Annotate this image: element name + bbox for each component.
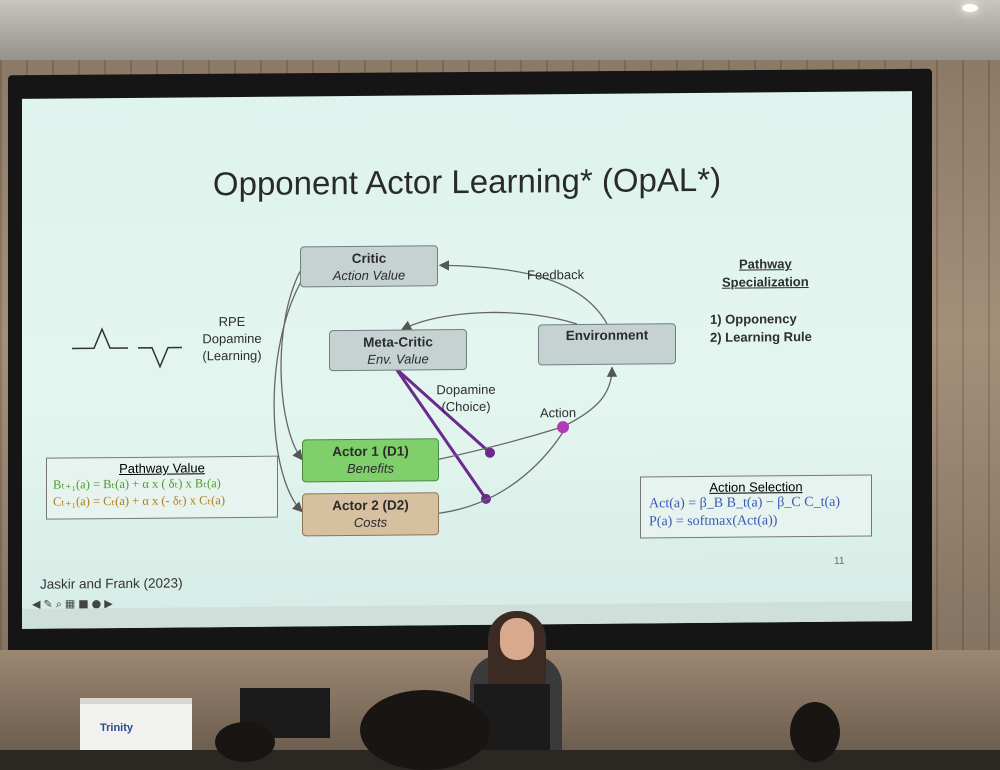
- benefit-update-equation: Bₜ₊₁(a) = Bₜ(a) + α x ( δₜ) x Bₜ(a): [53, 476, 221, 492]
- pathway-specialization-heading: Pathway Specialization: [722, 255, 809, 292]
- lectern-sign: Trinity: [80, 698, 192, 750]
- actor1-to-action: [438, 426, 563, 460]
- rpe-arrow-actor2: [273, 276, 305, 513]
- softmax-equation: P(a) = softmax(Act(a)): [649, 513, 778, 530]
- meta-critic-subtitle: Env. Value: [367, 351, 429, 367]
- dopamine-line-1: [394, 367, 492, 454]
- dopamine-line-2: [394, 367, 488, 500]
- act-equation: Act(a) = β_B B_t(a) − β_C C_t(a): [649, 494, 840, 512]
- audience-head: [360, 690, 490, 770]
- actor2-subtitle: Costs: [353, 514, 388, 530]
- audience-head: [215, 722, 275, 762]
- environment-box: Environment: [538, 323, 676, 366]
- dopamine-choice-label: Dopamine (Choice): [426, 381, 506, 416]
- ps-item-learning-rule: 2) Learning Rule: [710, 328, 812, 345]
- rpe-negative-waveform: [138, 346, 182, 369]
- critic-box: Critic Action Value: [300, 245, 438, 288]
- rpe-arrow-actor1: [280, 271, 303, 461]
- rpe-label: RPE Dopamine (Learning): [192, 313, 272, 365]
- feedback-arrow: [438, 260, 608, 325]
- actor2-title: Actor 2 (D2): [332, 497, 409, 514]
- pathway-specialization-list: 1) Opponency 2) Learning Rule: [710, 310, 812, 347]
- citation: Jaskir and Frank (2023): [40, 575, 183, 592]
- page-number: 11: [834, 555, 845, 567]
- dopamine-label-line2: (Choice): [441, 398, 491, 415]
- ps-heading-line2: Specialization: [722, 274, 809, 290]
- diagram-connectors: [72, 260, 618, 514]
- presenter-face: [500, 618, 534, 660]
- audience-head: [790, 702, 840, 762]
- actor1-box: Actor 1 (D1) Benefits: [302, 438, 439, 483]
- actor1-title: Actor 1 (D1): [332, 443, 409, 460]
- actor2-box: Actor 2 (D2) Costs: [302, 492, 439, 537]
- environment-title: Environment: [565, 327, 649, 344]
- ceiling-light: [962, 4, 978, 12]
- rpe-label-line3: (Learning): [202, 347, 262, 364]
- critic-subtitle: Action Value: [332, 267, 406, 284]
- action-to-env-arrow: [567, 366, 618, 425]
- action-node: [557, 421, 569, 434]
- slide: Opponent Actor Learning* (OpAL*) Critic …: [22, 91, 912, 629]
- action-selection-box: Action Selection Act(a) = β_B B_t(a) − β…: [640, 474, 872, 539]
- feedback-label: Feedback: [527, 266, 585, 283]
- meta-critic-box: Meta-Critic Env. Value: [329, 329, 467, 372]
- cost-update-equation: Cₜ₊₁(a) = Cₜ(a) + α x (- δₜ) x Cₜ(a): [53, 493, 225, 509]
- rpe-positive-waveform: [72, 327, 128, 350]
- critic-title: Critic: [351, 250, 387, 267]
- pathway-value-box: Pathway Value Bₜ₊₁(a) = Bₜ(a) + α x ( δₜ…: [46, 455, 278, 520]
- actor2-to-action: [438, 431, 564, 514]
- action-label: Action: [540, 405, 577, 421]
- ceiling: [0, 0, 1000, 70]
- ps-heading-line1: Pathway: [738, 256, 792, 272]
- dopamine-label-line1: Dopamine: [436, 381, 496, 398]
- ps-item-opponency: 1) Opponency: [710, 311, 797, 327]
- actor1-subtitle: Benefits: [347, 460, 394, 477]
- rpe-label-line1: RPE: [218, 313, 246, 330]
- env-to-meta-arrow: [400, 311, 578, 331]
- dopamine-node-1: [485, 447, 495, 458]
- rpe-label-line2: Dopamine: [202, 330, 262, 347]
- meta-critic-title: Meta-Critic: [363, 334, 433, 350]
